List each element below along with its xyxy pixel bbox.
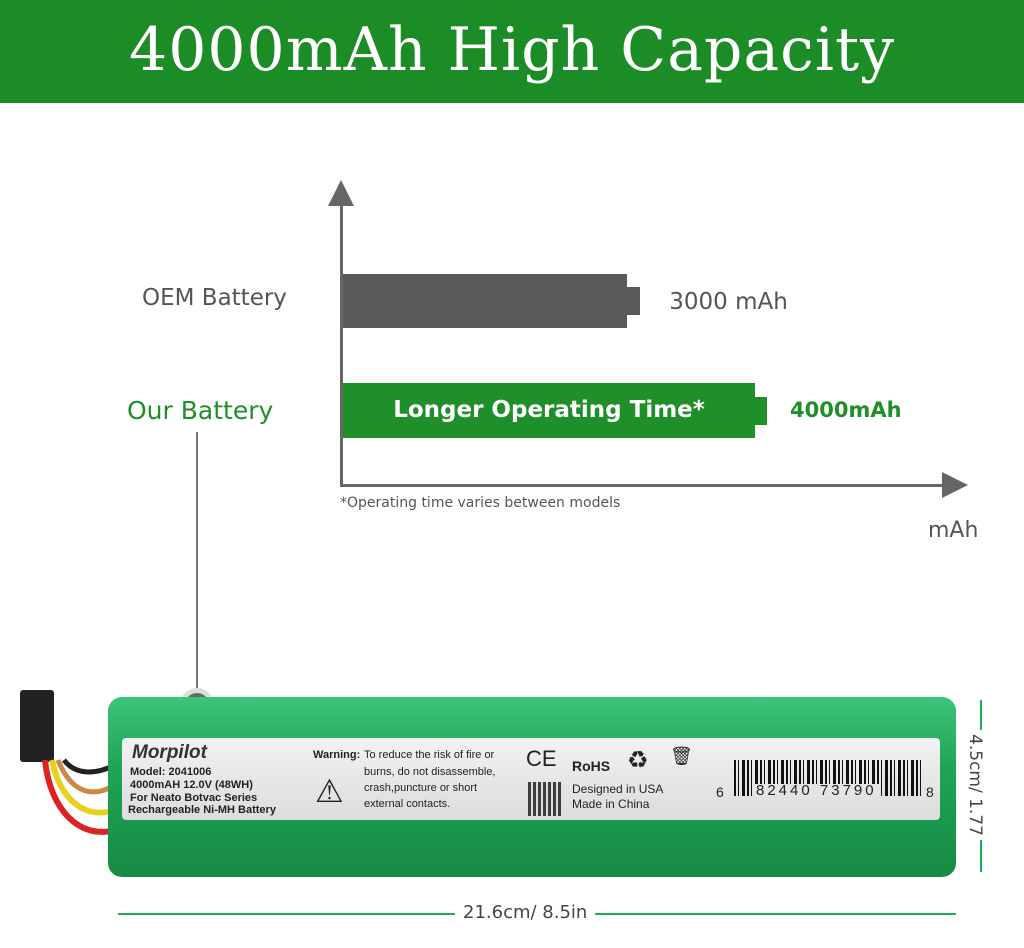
- y-axis: [340, 200, 343, 487]
- barcode-left: 6: [716, 784, 724, 800]
- warning-triangle-icon: ⚠: [315, 773, 344, 809]
- brand-logo: Morpilot: [132, 742, 207, 763]
- qr-code-icon: [528, 782, 562, 816]
- warning-line: crash,puncture or short: [364, 782, 478, 794]
- length-dimension: 21.6cm/ 8.5in: [455, 902, 596, 923]
- warning-line: To reduce the risk of fire or: [364, 749, 495, 761]
- ce-mark-icon: CE: [526, 746, 557, 771]
- model: Model: 2041006: [130, 766, 212, 778]
- made-in: Made in China: [572, 797, 650, 811]
- x-axis-arrow-icon: [942, 472, 968, 498]
- warning-line: burns, do not disassemble,: [364, 766, 496, 778]
- oem-bar-cap: [627, 287, 641, 315]
- warning-title: Warning:: [313, 749, 361, 761]
- diameter-dimension: 4.5cm/ 1.77: [964, 730, 985, 840]
- our-label: Our Battery: [127, 396, 274, 425]
- compat: For Neato Botvac Series: [130, 792, 258, 804]
- recycle-icon: ♻: [627, 747, 649, 774]
- our-bar-text: Longer Operating Time*: [393, 397, 705, 423]
- pointer-line: [196, 432, 198, 704]
- oem-value: 3000 mAh: [669, 289, 788, 315]
- barcode-digits: 82440 73790: [754, 782, 879, 799]
- designed-in: Designed in USA: [572, 782, 664, 796]
- spec: 4000mAH 12.0V (48WH): [130, 779, 253, 791]
- x-axis: [340, 484, 950, 487]
- our-bar-cap: [755, 397, 767, 425]
- battery-label: Morpilot Model: 2041006 4000mAH 12.0V (4…: [122, 738, 940, 820]
- footnote: *Operating time varies between models: [340, 495, 621, 511]
- barcode-right: 8: [926, 784, 934, 800]
- connector: [20, 690, 54, 762]
- our-value: 4000mAh: [790, 398, 902, 422]
- x-axis-unit: mAh: [928, 518, 979, 543]
- oem-label: OEM Battery: [142, 285, 287, 311]
- type: Rechargeable Ni-MH Battery: [128, 804, 276, 816]
- y-axis-arrow-icon: [328, 180, 354, 206]
- oem-bar: [343, 274, 628, 328]
- rohs: RoHS: [572, 758, 611, 774]
- weee-bin-icon: 🗑: [670, 746, 693, 766]
- page-title: 4000mAh High Capacity: [0, 0, 1024, 103]
- our-bar: Longer Operating Time*: [343, 383, 755, 438]
- warning-line: external contacts.: [364, 798, 451, 810]
